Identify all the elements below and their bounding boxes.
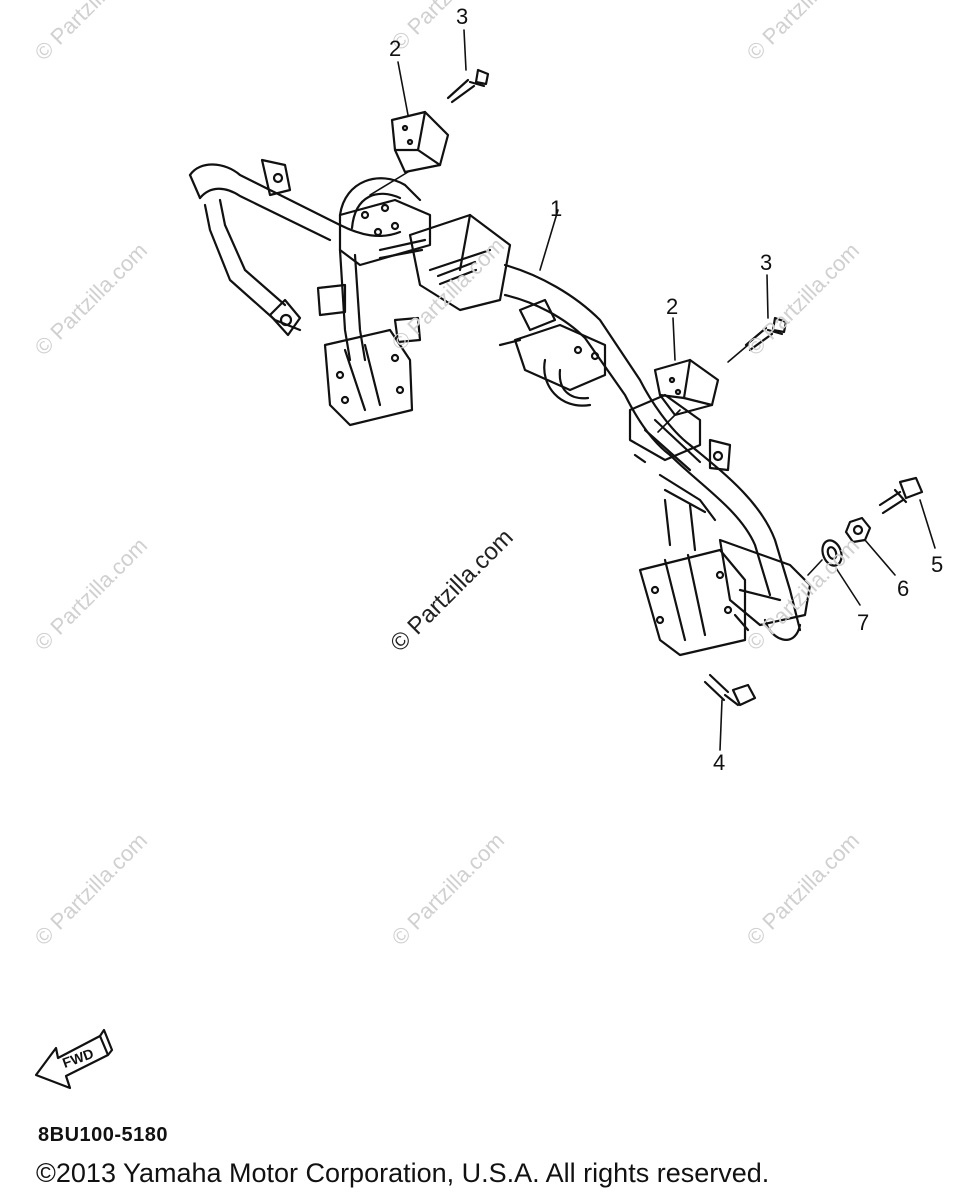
leader-lines	[369, 29, 936, 751]
callout-7: 7	[857, 610, 870, 635]
callout-1: 1	[550, 196, 563, 221]
fwd-arrow-icon	[34, 1028, 114, 1090]
main-bracket	[188, 158, 812, 657]
screw-upper	[446, 68, 490, 104]
diagram-code: 8BU100-5180	[38, 1124, 169, 1146]
callout-3-lower: 3	[760, 250, 773, 275]
washer	[821, 539, 843, 567]
rubber-damper-upper	[390, 110, 450, 174]
copyright-notice: ©2013 Yamaha Motor Corporation, U.S.A. A…	[36, 1158, 770, 1188]
screw-lower	[744, 316, 788, 352]
bolt-right	[878, 476, 924, 515]
callout-6: 6	[897, 576, 910, 601]
callout-2-upper: 2	[389, 36, 402, 61]
callout-5: 5	[931, 552, 944, 577]
callout-4: 4	[713, 750, 726, 775]
rubber-damper-lower	[653, 358, 720, 417]
bolt-lower	[703, 673, 757, 707]
callout-2-lower: 2	[666, 294, 679, 319]
callout-3-upper: 3	[456, 4, 469, 29]
